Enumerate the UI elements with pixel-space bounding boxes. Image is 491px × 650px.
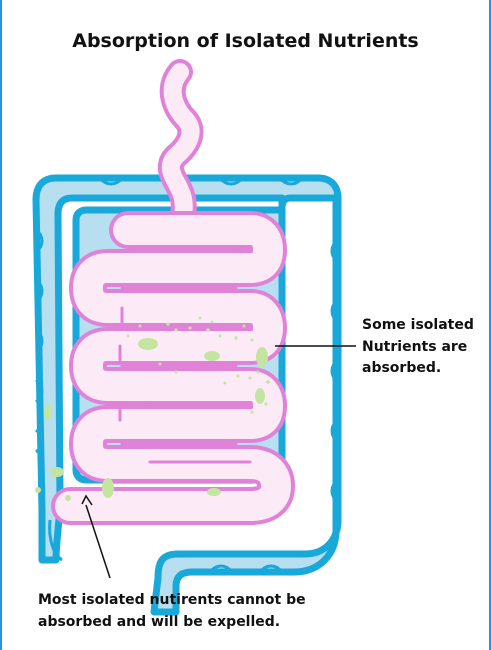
absorbed-label-line-1: Some isolated: [362, 315, 474, 337]
expelled-label-line-1: Most isolated nutirents cannot be: [38, 590, 306, 612]
absorbed-label-line-2: Nutrients are: [362, 337, 474, 359]
expelled-label-line-2: absorbed and will be expelled.: [38, 612, 306, 634]
small-intestine: [70, 72, 276, 506]
absorbed-label-line-3: absorbed.: [362, 358, 474, 380]
absorbed-label: Some isolated Nutrients are absorbed.: [362, 315, 474, 380]
diagram-title: Absorption of Isolated Nutrients: [0, 30, 491, 52]
expelled-label: Most isolated nutirents cannot be absorb…: [38, 590, 306, 633]
